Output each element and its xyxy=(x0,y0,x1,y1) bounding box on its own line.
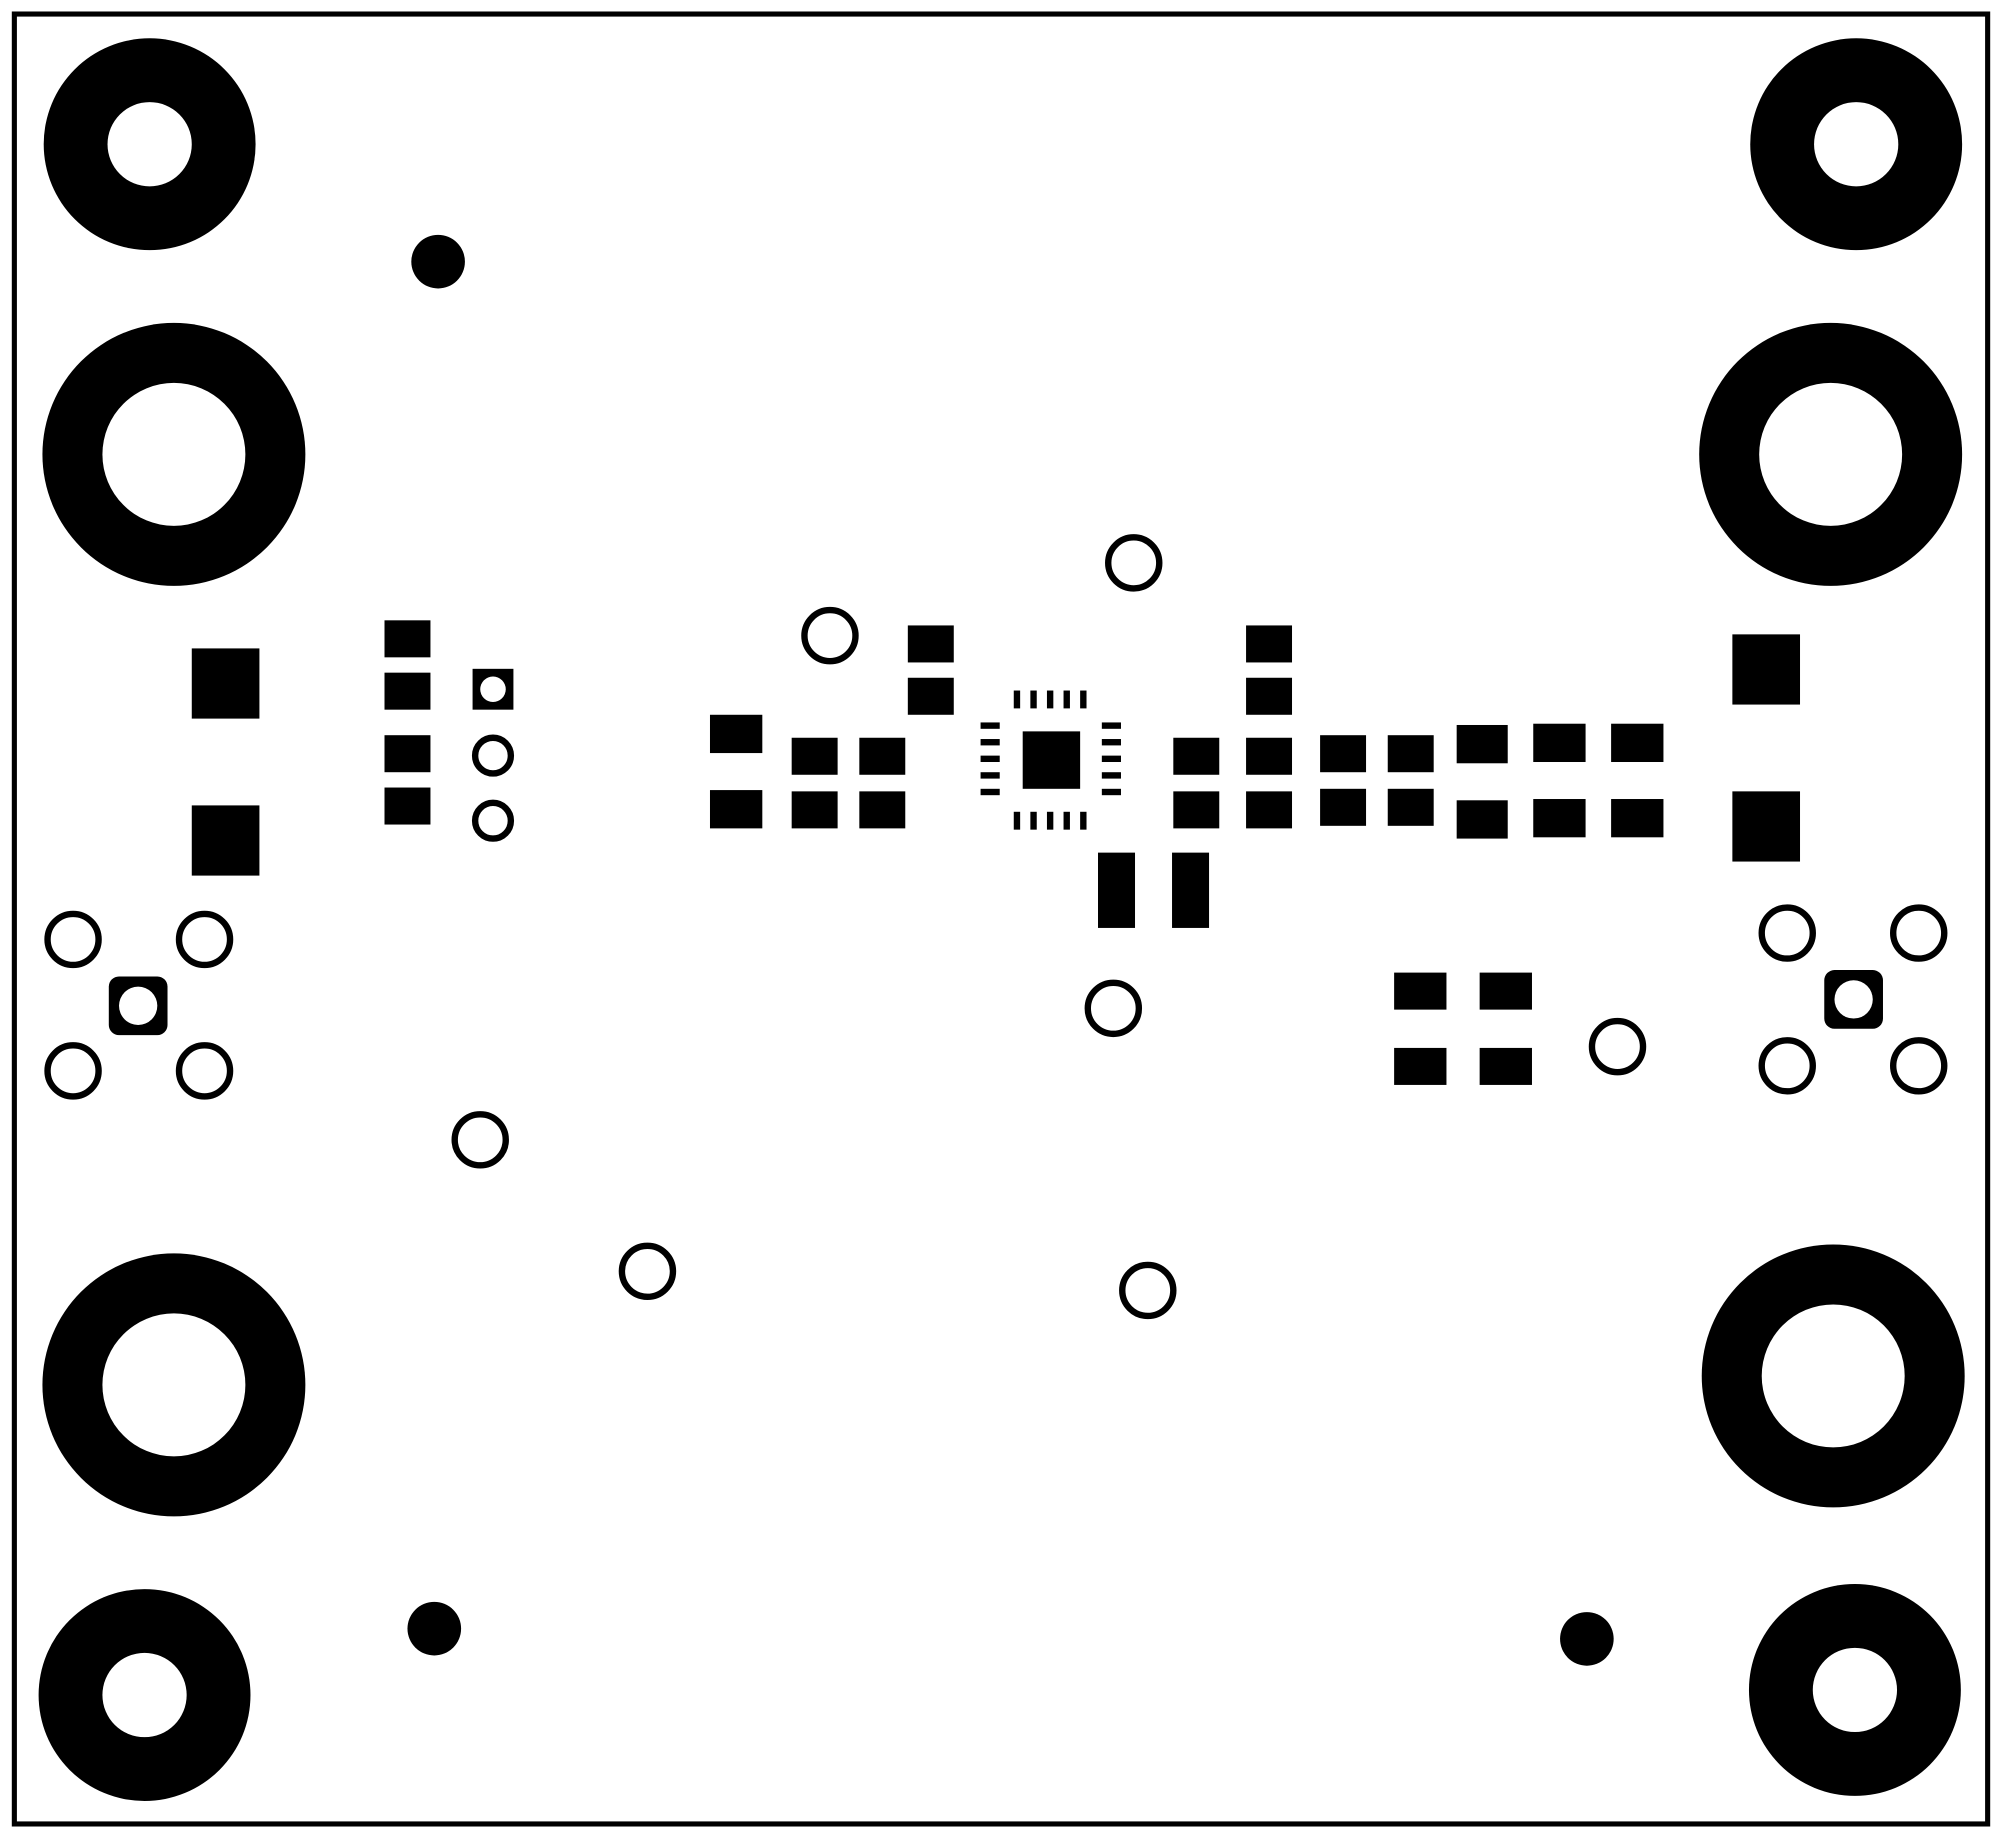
smd-pad xyxy=(1387,735,1434,773)
ic-pin xyxy=(1046,690,1054,709)
smd-pad xyxy=(1394,1047,1447,1085)
ic-pin xyxy=(1101,755,1121,763)
smd-pad xyxy=(384,672,431,710)
connector-pin xyxy=(1890,904,1948,962)
smd-pad xyxy=(1732,791,1801,862)
mounting-hole xyxy=(1761,1304,1905,1448)
smd-pad xyxy=(1387,788,1434,826)
smd-pad xyxy=(1246,737,1293,775)
smd-pad xyxy=(791,791,838,829)
smd-pad xyxy=(907,677,954,715)
ic-pin xyxy=(1080,811,1087,830)
connector-pin-1-hole xyxy=(1834,980,1873,1019)
smd-pad xyxy=(384,735,431,773)
ic-pin xyxy=(1101,772,1121,779)
smd-pad xyxy=(1320,735,1367,773)
smd-pad xyxy=(384,787,431,825)
ic-pin xyxy=(1101,722,1121,729)
smd-pad xyxy=(859,737,906,775)
smd-pad xyxy=(1533,723,1586,763)
smd-pad xyxy=(1098,852,1136,928)
via xyxy=(1084,979,1143,1038)
fiducial xyxy=(411,234,465,289)
smd-pad xyxy=(859,791,906,829)
mounting-hole xyxy=(102,382,246,526)
header-pin xyxy=(471,799,515,842)
ic-pin xyxy=(1013,690,1021,709)
mounting-hole xyxy=(1814,102,1899,187)
ic-pin xyxy=(1030,690,1037,709)
mounting-hole xyxy=(1759,382,1903,526)
ic-pin xyxy=(1063,690,1070,709)
mounting-hole xyxy=(102,1652,187,1738)
smd-pad xyxy=(384,620,431,658)
connector-pin-1-hole xyxy=(119,986,158,1025)
ic-pin xyxy=(980,788,1000,796)
smd-pad xyxy=(1246,791,1293,829)
smd-pad xyxy=(1172,852,1210,928)
ic-pin xyxy=(980,755,1000,763)
connector-pin xyxy=(1758,904,1816,962)
ic-pin xyxy=(1101,739,1121,746)
board-outline xyxy=(11,11,1991,1827)
smd-pad xyxy=(1173,791,1220,829)
fiducial xyxy=(1560,1612,1614,1666)
ic-pin xyxy=(1013,811,1021,830)
smd-pad xyxy=(1246,677,1293,715)
smd-pad xyxy=(1246,625,1293,663)
ic-pin xyxy=(980,772,1000,779)
connector-pin xyxy=(175,1042,234,1100)
fiducial xyxy=(407,1601,462,1656)
smd-pad xyxy=(1732,634,1801,705)
ic-pin xyxy=(1046,811,1054,830)
connector-pin xyxy=(44,910,102,969)
mounting-hole xyxy=(102,1313,246,1457)
connector-pin xyxy=(1758,1037,1816,1095)
smd-pad xyxy=(1456,724,1508,764)
smd-pad xyxy=(191,648,260,719)
ic-pin xyxy=(1063,811,1070,830)
via xyxy=(618,1242,677,1301)
ic-pin xyxy=(980,739,1000,746)
smd-pad xyxy=(791,737,838,775)
smd-pad xyxy=(1320,788,1367,826)
ic-thermal-pad xyxy=(1022,731,1081,789)
smd-pad xyxy=(1456,800,1508,839)
smd-pad xyxy=(1394,972,1447,1010)
smd-pad xyxy=(709,714,763,754)
mounting-hole xyxy=(1812,1647,1898,1733)
connector-pin xyxy=(44,1042,102,1100)
via xyxy=(1105,534,1163,592)
header-pin-1-hole xyxy=(480,676,506,703)
mounting-hole xyxy=(107,102,192,187)
smd-pad xyxy=(907,625,954,663)
ic-pin xyxy=(1101,788,1121,796)
smd-pad xyxy=(1479,1047,1532,1085)
pad-layer xyxy=(38,38,1965,1801)
via xyxy=(801,606,859,665)
connector-pin xyxy=(1890,1037,1948,1095)
ic-pin xyxy=(1080,690,1087,709)
ic-pin xyxy=(980,722,1000,729)
connector-pin xyxy=(175,910,234,969)
header-pin xyxy=(471,734,515,777)
smd-pad xyxy=(1479,972,1532,1010)
via xyxy=(1119,1261,1177,1320)
smd-pad xyxy=(1173,737,1220,775)
via xyxy=(1588,1017,1647,1076)
smd-pad xyxy=(1611,799,1664,838)
via xyxy=(451,1111,509,1169)
smd-pad xyxy=(191,805,260,876)
smd-pad xyxy=(1533,799,1586,838)
smd-pad xyxy=(1611,723,1664,763)
ic-pin xyxy=(1030,811,1037,830)
smd-pad xyxy=(709,790,763,829)
